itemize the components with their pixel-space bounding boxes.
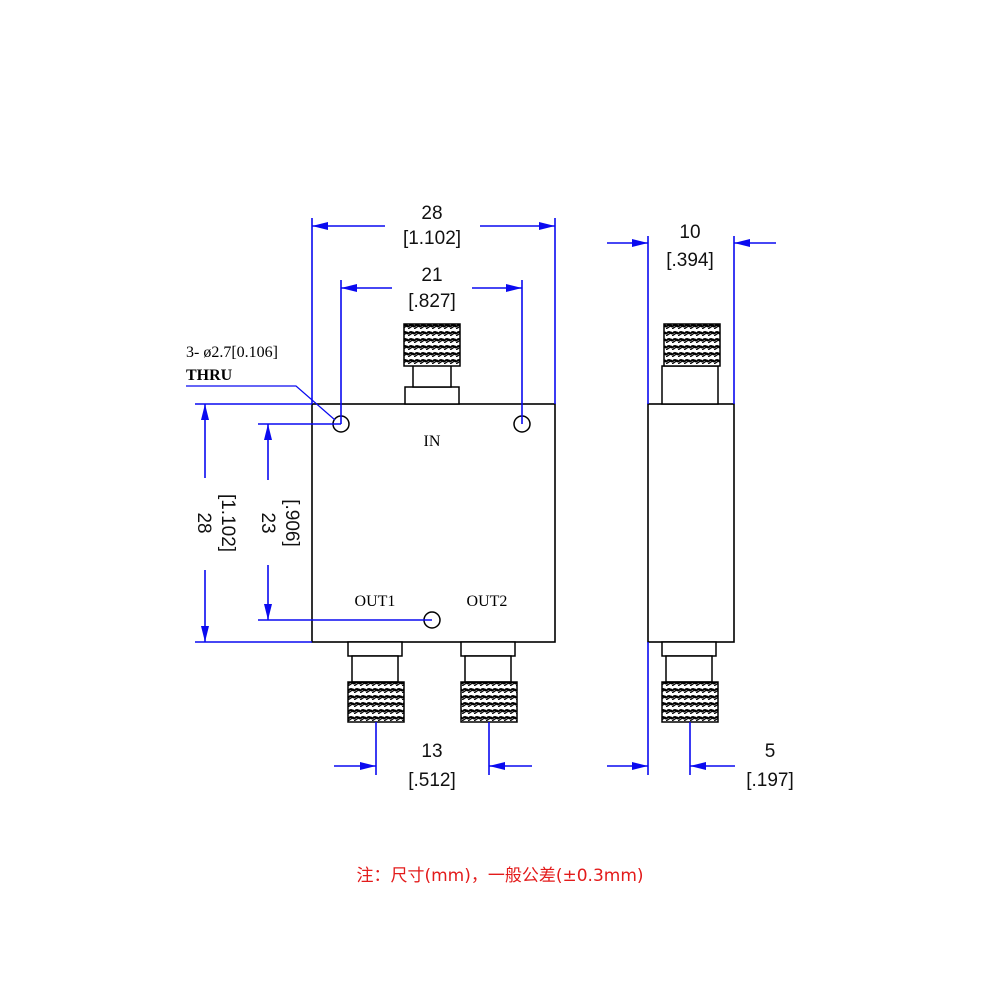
side-top-connector: [661, 323, 721, 405]
side-view: 10 [.394] 5 [.197]: [607, 222, 794, 791]
dim-width: 28 [1.102]: [311, 203, 556, 404]
side-bottom-connector: [661, 641, 719, 723]
out2-connector: [460, 641, 518, 723]
dim-thickness-inch: [.394]: [666, 250, 714, 271]
front-view: IN OUT1 OUT2 28 [1.102] 21 [.827]: [186, 203, 556, 791]
port-out1-label: OUT1: [355, 593, 396, 610]
dim-height-value: 28: [193, 512, 214, 533]
dim-port-spacing: 21 [.827]: [340, 265, 523, 424]
divider-body-side: [647, 403, 735, 643]
dim-hole-spacing: 23 [.906]: [257, 423, 432, 621]
dim-width-value: 28: [421, 203, 442, 224]
dim-thickness: 10 [.394]: [607, 222, 776, 404]
dim-hole-spacing-inch: [.906]: [281, 499, 302, 547]
dim-port-spacing-value: 21: [421, 265, 442, 286]
dim-out-spacing-inch: [.512]: [408, 770, 456, 791]
out1-connector: [347, 641, 405, 723]
dim-height: 28 [1.102]: [193, 403, 312, 643]
hole-note: 3- ø2.7[0.106] THRU: [186, 344, 336, 421]
dim-width-inch: [1.102]: [403, 228, 461, 249]
port-out2-label: OUT2: [467, 593, 508, 610]
hole-note-line1: 3- ø2.7[0.106]: [186, 344, 278, 361]
dim-thickness-value: 10: [679, 222, 700, 243]
hole-note-line2: THRU: [186, 367, 233, 384]
port-in-label: IN: [424, 433, 441, 450]
in-connector: [403, 323, 461, 405]
dim-height-inch: [1.102]: [217, 494, 238, 552]
dim-offset: 5 [.197]: [607, 642, 794, 791]
divider-body-front: [311, 403, 556, 643]
dim-out-spacing-value: 13: [421, 741, 442, 762]
dim-port-spacing-inch: [.827]: [408, 291, 456, 312]
dim-hole-spacing-value: 23: [257, 512, 278, 533]
dim-offset-inch: [.197]: [746, 770, 794, 791]
tolerance-note: 注：尺寸(mm)，一般公差(±0.3mm): [356, 866, 643, 886]
dim-out-spacing: 13 [.512]: [334, 722, 532, 791]
dim-offset-value: 5: [765, 741, 776, 762]
